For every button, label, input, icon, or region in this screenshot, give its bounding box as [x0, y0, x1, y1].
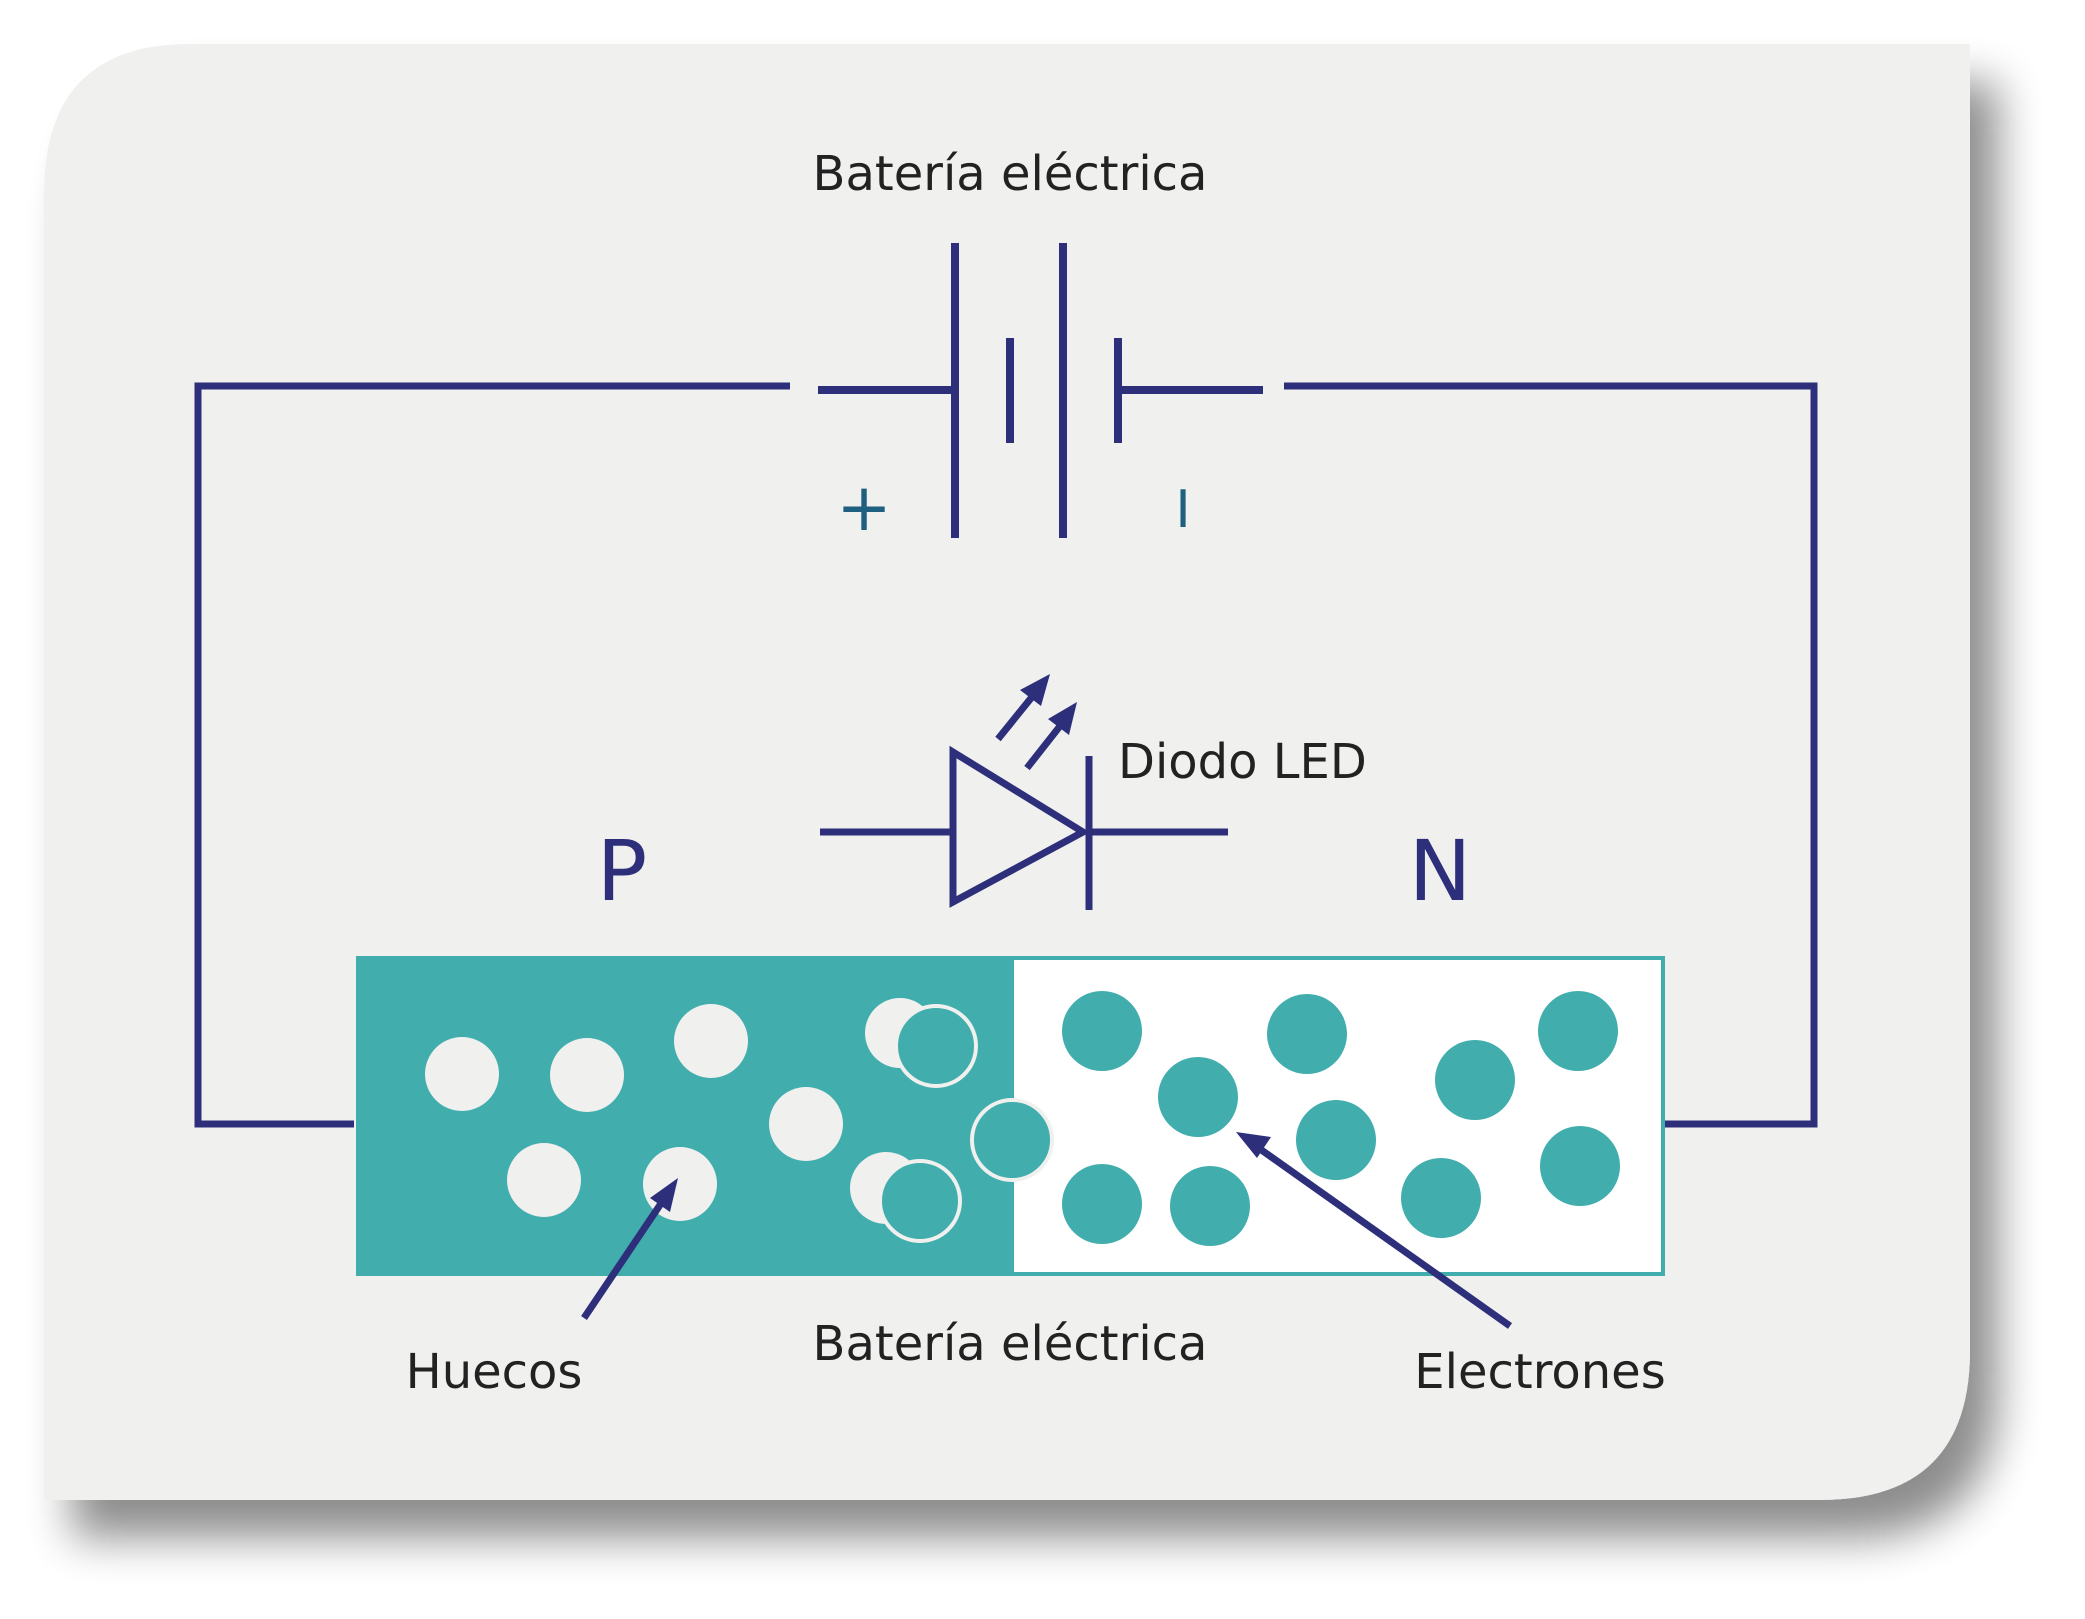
hole [674, 1004, 748, 1078]
hole [425, 1037, 499, 1111]
light-emission-icon [995, 674, 1077, 771]
electron [1170, 1166, 1250, 1246]
led-label: Diodo LED [1118, 734, 1367, 790]
battery-symbol [818, 243, 1263, 538]
electron [1267, 994, 1347, 1074]
electron [1062, 991, 1142, 1071]
hole [507, 1143, 581, 1217]
card-background [44, 44, 1970, 1500]
electron [1538, 991, 1618, 1071]
electron [1062, 1164, 1142, 1244]
p-region-label: P [597, 822, 648, 920]
electron [1296, 1100, 1376, 1180]
electron [1158, 1057, 1238, 1137]
battery-plus-sign: + [836, 469, 891, 546]
hole [769, 1087, 843, 1161]
electrons-label: Electrones [1414, 1344, 1665, 1400]
holes-label: Huecos [406, 1344, 583, 1400]
battery-bottom-label: Batería eléctrica [813, 1316, 1208, 1372]
led-diode-symbol [820, 745, 1228, 910]
n-region-label: N [1409, 822, 1472, 920]
electron [1540, 1126, 1620, 1206]
electron [894, 1004, 978, 1088]
circuit-wire [194, 382, 790, 1128]
hole [550, 1038, 624, 1112]
battery-title: Batería eléctrica [813, 146, 1208, 202]
electrons-group [878, 991, 1620, 1246]
circuit-wire-right [1284, 382, 1818, 1128]
electron [1435, 1040, 1515, 1120]
battery-minus-sign: I [1175, 480, 1190, 540]
holes-arrow [581, 1178, 678, 1320]
electron [1401, 1158, 1481, 1238]
electrons-arrow [1236, 1132, 1513, 1329]
electron [878, 1159, 962, 1243]
electron [970, 1098, 1054, 1182]
